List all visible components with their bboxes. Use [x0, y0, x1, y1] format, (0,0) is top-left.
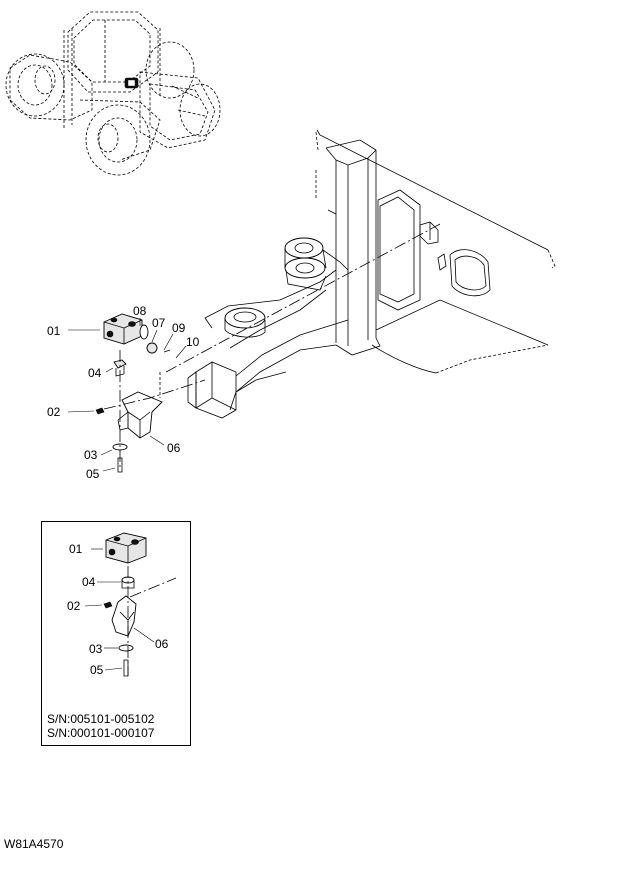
callout-09: 09	[172, 321, 186, 335]
callout-05: 05	[86, 467, 100, 481]
inset-callout-02: 02	[67, 599, 81, 613]
figure-code: W81A4570	[4, 837, 64, 851]
callout-04: 04	[88, 366, 102, 380]
inset-callout-01: 01	[69, 542, 83, 556]
callout-06: 06	[167, 441, 181, 455]
inset-callouts: 01 04 02 06 03 05	[67, 542, 169, 677]
callout-03: 03	[84, 448, 98, 462]
inset-part-assembly	[84, 532, 177, 677]
inset-callout-03: 03	[89, 642, 103, 656]
callout-07: 07	[152, 316, 166, 330]
main-part-assembly	[67, 223, 441, 473]
callout-02: 02	[47, 405, 61, 419]
serial-range-2: S/N:000101-000107	[47, 726, 155, 740]
serial-variant-inset-box	[41, 521, 191, 746]
inset-callout-04: 04	[82, 575, 96, 589]
callout-08: 08	[133, 304, 147, 318]
inset-callout-05: 05	[90, 663, 104, 677]
serial-range-1: S/N:005101-005102	[47, 712, 155, 726]
inset-callout-06: 06	[155, 637, 169, 651]
frame-structure	[187, 129, 556, 419]
main-callouts: 01 08 07 09 10 04 02 06 03 05	[47, 304, 200, 481]
callout-10: 10	[186, 335, 200, 349]
wheel-loader-locator-illustration	[5, 11, 221, 176]
callout-01: 01	[47, 324, 61, 338]
